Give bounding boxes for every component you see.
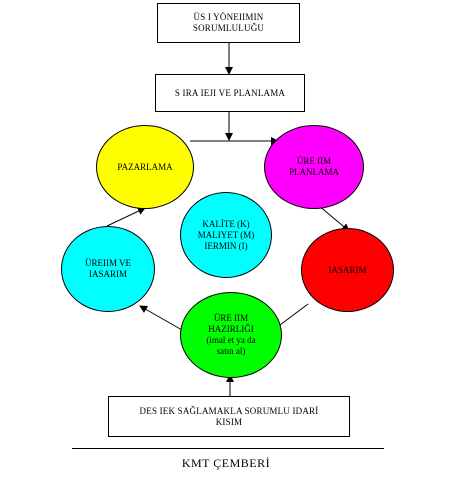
center-line2: MALIYET (M) [197, 229, 255, 240]
node-uretim-hazirligi-label: ÜRE IIM HAZIRLIĞI (imal et ya da satın a… [206, 313, 256, 356]
node-tasarim-label: IASARIM [328, 264, 367, 275]
arrow-planlama-to-tasarim [317, 204, 350, 232]
center-line1: KALİTE (K) [202, 218, 250, 229]
support-admin-box: DES IEK SAĞLAMAKLA SORUMLU IDARİ KISIM [108, 396, 350, 437]
bottom-box-line2: KISIM [215, 416, 243, 427]
strategy-box-label: S IRA IEJI VE PLANLAMA [174, 87, 286, 98]
node-pazarlama: PAZARLAMA [96, 125, 194, 209]
strategy-planning-box: S IRA IEJI VE PLANLAMA [155, 74, 305, 112]
node-uretim-planlama-label: ÜRE IIM PLANLAMA [288, 156, 339, 177]
node-pazarlama-label: PAZARLAMA [117, 161, 173, 172]
top-box-line1: ÜS I YÖNEIIMIN [193, 12, 264, 22]
node-uretim-ve-tasarim: ÜREIIM VE IASARIM [61, 226, 155, 312]
top-box-line2: SORUMLULUĞU [192, 23, 265, 33]
footer-rule [72, 448, 384, 449]
node-tasarim: IASARIM [301, 228, 394, 312]
center-line3: IERMIN (I) [204, 240, 248, 251]
diagram-caption: KMT ÇEMBERİ [181, 456, 271, 470]
top-management-box: ÜS I YÖNEIIMIN SORUMLULUĞU [157, 3, 300, 43]
arrow-hazirligi-to-uretimtasarim [139, 305, 183, 331]
node-uretim-planlama: ÜRE IIM PLANLAMA [264, 125, 364, 209]
arrow-uretimtasarim-to-pazarlama [106, 207, 146, 227]
node-uretim-hazirligi: ÜRE IIM HAZIRLIĞI (imal et ya da satın a… [180, 292, 282, 378]
node-uretim-ve-tasarim-label: ÜREIIM VE IASARIM [84, 258, 132, 279]
center-kmt-circle: KALİTE (K) MALIYET (M) IERMIN (I) [180, 192, 272, 278]
bottom-box-line1: DES IEK SAĞLAMAKLA SORUMLU IDARİ [139, 405, 319, 416]
